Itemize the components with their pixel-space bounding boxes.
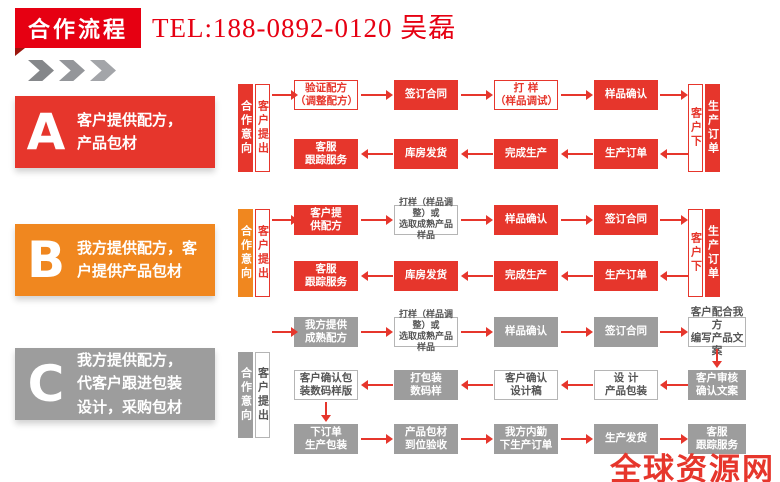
arrow-right-icon <box>461 327 493 337</box>
flow-b-step: 客户提 供配方 <box>294 205 358 235</box>
plan-b-block: B 我方提供配方，客 户提供产品包材 <box>15 224 215 296</box>
arrow-right-icon <box>660 215 688 225</box>
arrow-down-icon <box>321 402 331 422</box>
ribbon-fold <box>15 48 25 56</box>
flow-a-step: 样品确认 <box>594 80 658 110</box>
arrow-left-icon <box>660 380 688 390</box>
flow-a-step: 生产订单 <box>594 139 658 169</box>
arrow-right-icon <box>361 90 393 100</box>
plan-c-description: 我方提供配方， 代客户跟进包装 设计，采购包材 <box>77 351 183 416</box>
plan-a-letter: A <box>26 103 66 161</box>
arrow-left-icon <box>561 271 593 281</box>
title-ribbon: 合作流程 <box>15 8 141 48</box>
flow-a-side-label: 客户下 <box>688 84 703 172</box>
arrow-left-icon <box>461 271 493 281</box>
flow-b-side-label: 生产订单 <box>705 209 720 297</box>
arrow-right-icon <box>461 90 493 100</box>
flow-c-step: 客户审核 确认文案 <box>688 370 746 400</box>
arrow-left-icon <box>461 149 493 159</box>
plan-c-letter: C <box>27 355 65 413</box>
flow-c-step: 生产发货 <box>594 424 658 454</box>
flow-a-step: 库房发货 <box>394 139 458 169</box>
arrow-right-icon <box>561 434 593 444</box>
flow-a-step: 签订合同 <box>394 80 458 110</box>
flow-a-step: 打 样 （样品调试） <box>494 80 558 110</box>
arrow-left-icon <box>361 271 393 281</box>
flow-a-step: 客服 跟踪服务 <box>294 139 358 169</box>
flow-b-step: 完成生产 <box>494 261 558 291</box>
plan-a-description: 客户提供配方， 产品包材 <box>77 110 183 152</box>
flow-c-step: 产品包材 到位验收 <box>394 424 458 454</box>
plan-b-letter: B <box>26 231 66 289</box>
flow-c-step: 我方提供 成熟配方 <box>294 317 358 347</box>
flow-c-step: 样品确认 <box>494 317 558 347</box>
arrow-right-icon <box>660 327 688 337</box>
arrow-right-icon <box>561 327 593 337</box>
chevrons-decoration <box>28 60 116 81</box>
flow-c-intent-label: 合作意向 <box>238 352 253 438</box>
arrow-left-icon <box>660 149 688 159</box>
flow-c-step: 打样（样品调整）或 选取成熟产品样品 <box>394 310 458 353</box>
arrow-right-icon <box>660 434 688 444</box>
flow-b-step: 样品确认 <box>494 205 558 235</box>
flow-c-step: 我方内勤 下生产订单 <box>494 424 558 454</box>
arrow-right-icon <box>361 327 393 337</box>
flow-c-step: 客户配合我方 编写产品文案 <box>688 306 746 357</box>
flow-b-step: 签订合同 <box>594 205 658 235</box>
site-watermark: 全球资源网 <box>610 452 775 482</box>
contact-phone: TEL:188-0892-0120 吴磊 <box>152 13 457 43</box>
arrow-right-icon <box>461 215 493 225</box>
flow-a-side-label: 生产订单 <box>705 84 720 172</box>
arrow-right-icon <box>561 215 593 225</box>
flow-a-propose-label: 客户提出 <box>255 84 270 172</box>
arrow-right-icon <box>361 434 393 444</box>
plan-c-block: C 我方提供配方， 代客户跟进包装 设计，采购包材 <box>15 348 215 420</box>
plan-b-description: 我方提供配方，客 户提供产品包材 <box>77 238 198 280</box>
arrow-right-icon <box>272 90 298 100</box>
flow-a-step: 完成生产 <box>494 139 558 169</box>
flow-c-step: 设 计 产品包装 <box>594 370 658 400</box>
arrow-right-icon <box>561 90 593 100</box>
page-title: 合作流程 <box>27 18 128 43</box>
flow-a-intent-label: 合作意向 <box>238 84 253 172</box>
arrow-right-icon <box>660 90 688 100</box>
flow-c-step: 客户确认包 装数码样版 <box>294 370 358 400</box>
flow-c-step: 签订合同 <box>594 317 658 347</box>
flow-c-step: 客服 跟踪服务 <box>688 424 746 454</box>
flow-b-step: 生产订单 <box>594 261 658 291</box>
arrow-left-icon <box>561 380 593 390</box>
flow-b-step: 打样（样品调整）或 选取成熟产品样品 <box>394 198 458 241</box>
chevron-right-icon <box>59 60 85 81</box>
chevron-right-icon <box>28 60 54 81</box>
plan-a-block: A 客户提供配方， 产品包材 <box>15 96 215 168</box>
arrow-right-icon <box>272 327 298 337</box>
arrow-left-icon <box>361 149 393 159</box>
arrow-left-icon <box>461 380 493 390</box>
arrow-left-icon <box>561 149 593 159</box>
arrow-left-icon <box>361 380 393 390</box>
chevron-right-icon <box>90 60 116 81</box>
arrow-right-icon <box>272 215 298 225</box>
flow-c-step: 客户确认 设计稿 <box>494 370 558 400</box>
flow-c-step: 打包装 数码样 <box>394 370 458 400</box>
flow-c-propose-label: 客户提出 <box>255 352 270 438</box>
arrow-right-icon <box>461 434 493 444</box>
flow-b-step: 客服 跟踪服务 <box>294 261 358 291</box>
flow-b-propose-label: 客户提出 <box>255 209 270 297</box>
flow-a-step: 验证配方 （调整配方） <box>294 80 358 110</box>
flow-c-step: 下订单 生产包装 <box>294 424 358 454</box>
flow-b-intent-label: 合作意向 <box>238 209 253 297</box>
arrow-down-icon <box>712 349 722 368</box>
arrow-right-icon <box>361 215 393 225</box>
arrow-left-icon <box>660 271 688 281</box>
flow-b-side-label: 客户下 <box>688 209 703 297</box>
flow-b-step: 库房发货 <box>394 261 458 291</box>
